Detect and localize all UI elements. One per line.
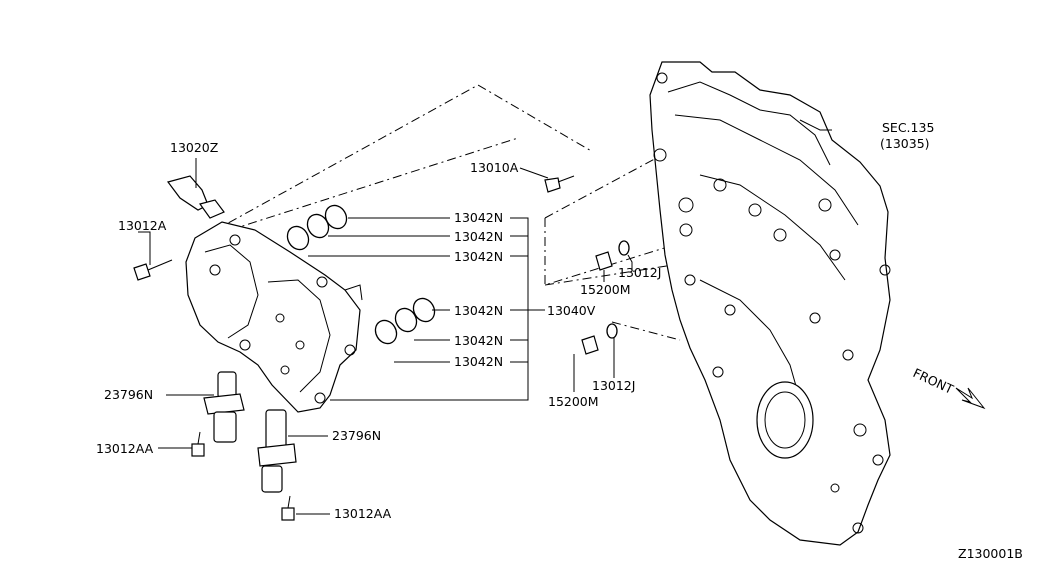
label-13012j-1: 13012J [618,265,661,280]
front-arrow-icon [955,387,986,410]
timing-chain-case [649,61,891,546]
label-13042n-5: 13042N [454,333,503,348]
bolt-13012aa-lower [281,495,295,521]
cam-sensor-lower [257,409,297,493]
o-rings-lower [374,297,436,345]
label-13042n-4: 13042N [454,303,503,318]
label-15200m-1: 15200M [580,282,631,297]
assembly-outline [211,84,719,341]
label-13012j-2: 13012J [592,378,635,393]
leader-lines [138,119,832,515]
bolt-13010a [544,175,575,193]
front-cover [185,221,363,413]
label-13020z: 13020Z [170,140,218,155]
label-23796n-2: 23796N [332,428,381,443]
label-13042n-3: 13042N [454,249,503,264]
diagram-id: Z130001B [958,546,1023,561]
bolt-13012aa-upper [191,431,205,457]
label-13010a: 13010A [470,160,519,175]
label-sec-13035: (13035) [880,136,930,151]
o-rings-upper [286,204,348,251]
label-13040v: 13040V [547,303,596,318]
bolt-13012a [133,259,173,281]
label-13012aa-1: 13012AA [96,441,154,456]
bracket-13020z [166,175,225,219]
label-13042n-2: 13042N [454,229,503,244]
plugs-and-washers [581,240,630,355]
label-13042n-1: 13042N [454,210,503,225]
label-13012a: 13012A [118,218,167,233]
label-sec-135: SEC.135 [882,120,934,135]
label-front: FRONT [911,365,956,397]
label-15200m-2: 15200M [548,394,599,409]
label-13012aa-2: 13012AA [334,506,392,521]
label-23796n-1: 23796N [104,387,153,402]
cam-sensor-upper [203,371,245,443]
label-13042n-6: 13042N [454,354,503,369]
